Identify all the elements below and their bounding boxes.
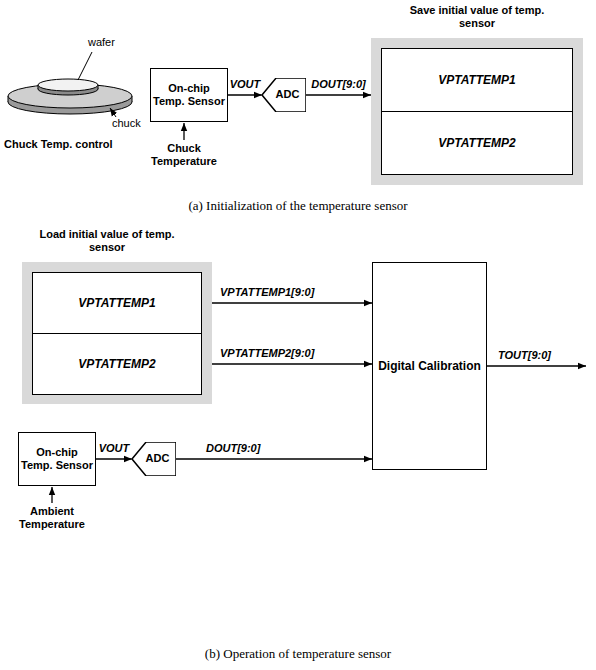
input-label: Ambient Temperature bbox=[12, 505, 92, 531]
signal-arrow bbox=[202, 302, 372, 303]
part-label: wafer bbox=[88, 36, 115, 49]
box-label: ADC bbox=[269, 88, 300, 101]
caption: (a) Initialization of the temperature se… bbox=[0, 198, 596, 214]
wafer-drawing bbox=[38, 79, 98, 95]
signal-arrow bbox=[176, 458, 372, 459]
leader-line bbox=[78, 52, 92, 80]
calibration-box: Digital Calibration bbox=[372, 262, 487, 470]
wafer-top bbox=[38, 79, 98, 91]
adc-shape bbox=[262, 78, 306, 112]
adc-shape bbox=[132, 442, 176, 476]
signal-name: VPTATTEMP2[9:0] bbox=[220, 347, 314, 360]
output-arrow bbox=[484, 365, 586, 366]
signal-arrow bbox=[228, 94, 262, 95]
register-cell: VPTATTEMP1 bbox=[32, 272, 202, 334]
signal-arrow bbox=[96, 458, 132, 459]
box-label: VPTATTEMP2 bbox=[438, 136, 516, 150]
box-label: On-chip Temp. Sensor bbox=[19, 446, 95, 472]
sensor-box: On-chip Temp. Sensor bbox=[18, 432, 96, 486]
signal-name: TOUT[9:0] bbox=[498, 349, 551, 362]
storage-panel: Save initial value of temp. sensorVPTATT… bbox=[371, 38, 583, 185]
signal-name: VOUT bbox=[99, 442, 130, 455]
signal-name: VPTATTEMP1[9:0] bbox=[220, 286, 314, 299]
storage-panel: Load initial value of temp. sensorVPTATT… bbox=[22, 262, 212, 404]
box-label: VPTATTEMP2 bbox=[78, 357, 156, 371]
signal-name: DOUT[9:0] bbox=[311, 78, 365, 91]
signal-arrow bbox=[306, 94, 371, 95]
caption: (b) Operation of temperature sensor bbox=[0, 646, 596, 662]
signal-name: DOUT[9:0] bbox=[206, 442, 260, 455]
box-label: ADC bbox=[139, 452, 170, 465]
signal-name: VOUT bbox=[230, 78, 261, 91]
input-arrow bbox=[183, 123, 184, 140]
signal-arrow bbox=[202, 363, 372, 364]
adc-block: ADC bbox=[132, 442, 176, 476]
box-label: On-chip Temp. Sensor bbox=[151, 82, 227, 108]
group-heading: Save initial value of temp. sensor bbox=[402, 4, 552, 30]
register-cell: VPTATTEMP1 bbox=[381, 48, 573, 112]
adc-block: ADC bbox=[262, 78, 306, 112]
sensor-box: On-chip Temp. Sensor bbox=[150, 68, 228, 122]
part-label: Chuck Temp. control bbox=[4, 138, 113, 151]
group-heading: Load initial value of temp. sensor bbox=[32, 228, 182, 254]
register-cell: VPTATTEMP2 bbox=[381, 111, 573, 175]
box-label: VPTATTEMP1 bbox=[438, 73, 516, 87]
input-label: Chuck Temperature bbox=[144, 142, 224, 168]
input-arrow bbox=[51, 487, 52, 503]
part-label: chuck bbox=[112, 117, 141, 130]
box-label: Digital Calibration bbox=[378, 359, 481, 373]
box-label: VPTATTEMP1 bbox=[78, 296, 156, 310]
leader-arrow bbox=[110, 108, 116, 117]
register-cell: VPTATTEMP2 bbox=[32, 333, 202, 395]
